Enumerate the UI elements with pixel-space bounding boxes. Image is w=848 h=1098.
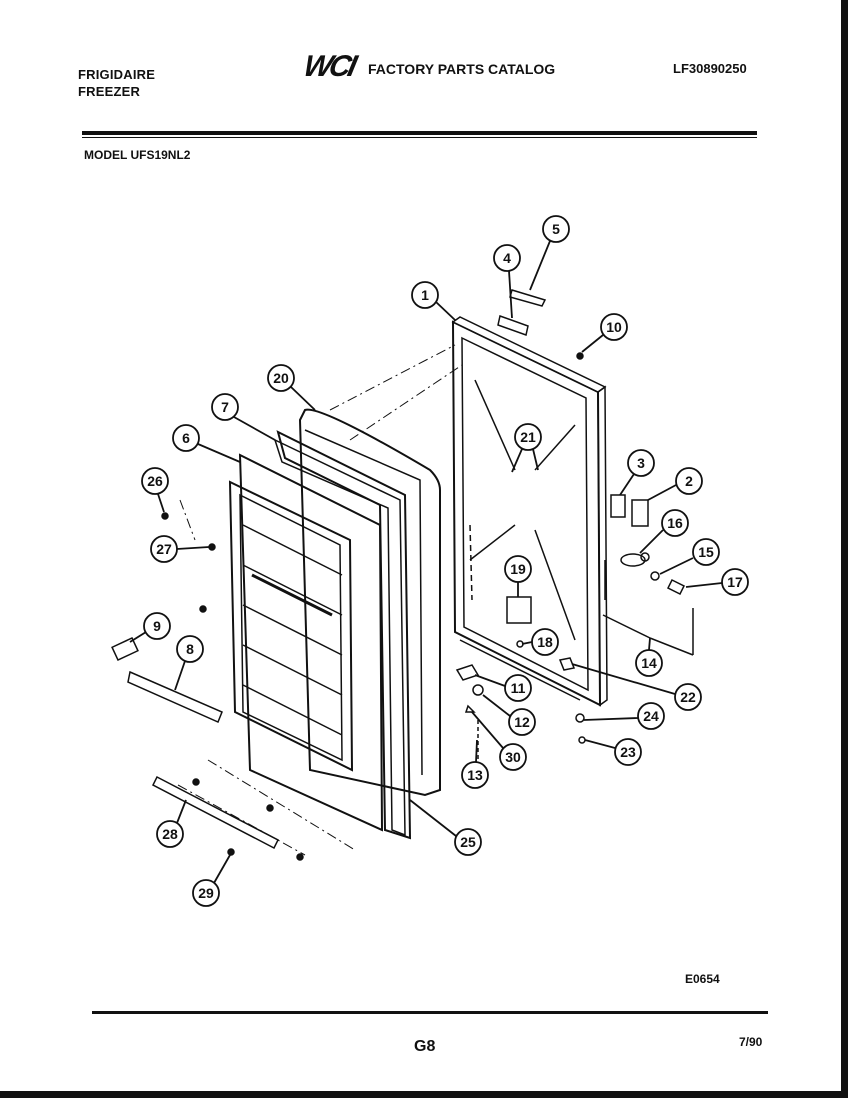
svg-text:24: 24 xyxy=(643,708,659,724)
svg-text:26: 26 xyxy=(147,473,163,489)
nameplate xyxy=(509,289,547,307)
callout-1: 1 xyxy=(411,281,456,321)
latch-block xyxy=(506,596,532,624)
svg-text:17: 17 xyxy=(727,574,743,590)
svg-text:4: 4 xyxy=(503,250,511,266)
callout-8: 8 xyxy=(174,635,204,691)
callout-11: 11 xyxy=(474,674,532,702)
svg-text:22: 22 xyxy=(680,689,696,705)
svg-text:14: 14 xyxy=(641,655,657,671)
svg-text:11: 11 xyxy=(511,680,526,696)
svg-text:16: 16 xyxy=(667,515,683,531)
callout-7: 7 xyxy=(211,393,276,441)
handle-insert xyxy=(610,494,626,518)
door-gasket xyxy=(273,430,412,840)
callout-30: 30 xyxy=(471,711,527,771)
callout-23: 23 xyxy=(584,738,642,766)
svg-text:10: 10 xyxy=(606,319,622,335)
svg-text:28: 28 xyxy=(162,826,178,842)
bracket-part xyxy=(111,637,139,661)
callout-29: 29 xyxy=(192,854,231,907)
brand-name: FRIGIDAIRE xyxy=(78,67,156,82)
svg-text:2: 2 xyxy=(685,473,693,489)
lock-assembly xyxy=(602,552,694,656)
callout-2: 2 xyxy=(647,467,703,501)
callout-6: 6 xyxy=(172,424,241,463)
callout-9: 9 xyxy=(129,612,171,643)
footer-rule xyxy=(92,1011,768,1014)
header-rule xyxy=(82,131,757,135)
svg-text:18: 18 xyxy=(537,634,553,650)
svg-text:1: 1 xyxy=(421,287,429,303)
svg-text:13: 13 xyxy=(467,767,483,783)
callout-15: 15 xyxy=(659,538,720,575)
trim-strip xyxy=(127,670,223,724)
callout-27: 27 xyxy=(150,535,210,563)
callout-20: 20 xyxy=(267,364,316,411)
product-type: FREEZER xyxy=(78,84,141,99)
callout-24: 24 xyxy=(583,702,665,730)
svg-text:19: 19 xyxy=(510,561,526,577)
callout-3: 3 xyxy=(619,449,655,496)
drawing-code: E0654 xyxy=(685,972,720,986)
assembly-lines xyxy=(177,344,463,856)
svg-text:30: 30 xyxy=(505,749,521,765)
svg-text:8: 8 xyxy=(186,641,194,657)
document-number: LF30890250 xyxy=(673,61,747,76)
brand-block: FRIGIDAIRE FREEZER xyxy=(78,66,155,100)
callout-13: 13 xyxy=(461,739,489,789)
callout-4: 4 xyxy=(493,244,521,319)
callout-5: 5 xyxy=(529,215,570,291)
callout-21: 21 xyxy=(511,423,542,473)
svg-text:7: 7 xyxy=(221,399,229,415)
svg-text:27: 27 xyxy=(156,541,172,557)
svg-text:25: 25 xyxy=(460,834,476,850)
screws xyxy=(161,352,584,861)
catalog-title: FACTORY PARTS CATALOG xyxy=(368,61,556,77)
svg-text:23: 23 xyxy=(620,744,636,760)
model-number: MODEL UFS19NL2 xyxy=(84,148,191,162)
callout-26: 26 xyxy=(141,467,169,513)
revision-date: 7/90 xyxy=(739,1035,763,1049)
callout-10: 10 xyxy=(581,313,628,353)
callout-19: 19 xyxy=(504,555,532,597)
callout-16: 16 xyxy=(639,509,689,554)
svg-text:3: 3 xyxy=(637,455,645,471)
inner-door-panel xyxy=(228,453,384,832)
callout-14: 14 xyxy=(635,637,663,677)
svg-text:29: 29 xyxy=(198,885,214,901)
svg-text:9: 9 xyxy=(153,618,161,634)
bottom-bar xyxy=(151,775,280,850)
callout-22: 22 xyxy=(571,663,702,711)
outer-door-panel xyxy=(451,316,608,707)
callout-25: 25 xyxy=(409,799,482,856)
page-code: G8 xyxy=(414,1038,436,1055)
svg-text:15: 15 xyxy=(698,544,714,560)
callout-18: 18 xyxy=(521,628,559,656)
nameplate-holder xyxy=(497,315,529,336)
svg-text:20: 20 xyxy=(273,370,289,386)
svg-text:21: 21 xyxy=(520,429,536,445)
svg-text:12: 12 xyxy=(514,714,530,730)
callout-28: 28 xyxy=(156,799,187,848)
callout-labels: 1 2 3 4 5 6 7 8 9 10 11 12 13 14 15 16 1… xyxy=(129,215,749,907)
door-liner xyxy=(298,408,441,797)
handle-bracket xyxy=(631,499,649,527)
callout-17: 17 xyxy=(685,568,749,596)
header-rule-thin xyxy=(82,137,757,138)
callout-12: 12 xyxy=(482,694,536,736)
svg-text:6: 6 xyxy=(182,430,190,446)
svg-text:5: 5 xyxy=(552,221,560,237)
